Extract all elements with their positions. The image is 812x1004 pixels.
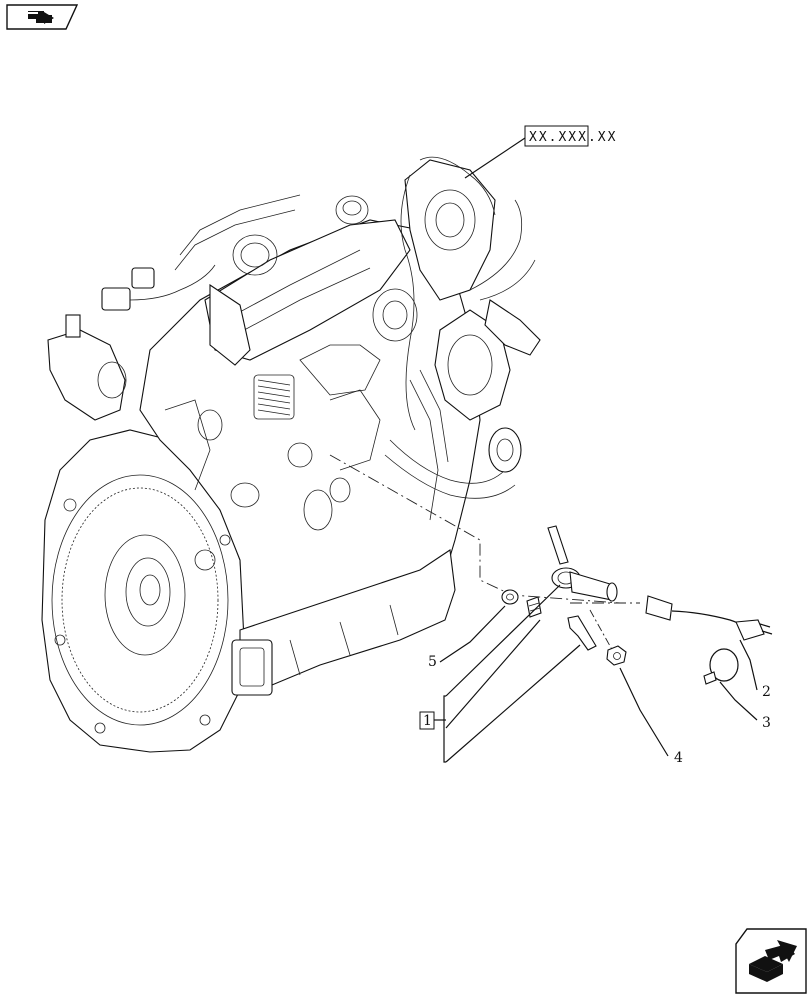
block-heater	[547, 525, 773, 641]
tensioner-spring	[253, 374, 295, 420]
cable-tie-part-3	[703, 648, 739, 685]
reference-code-box: XX.XXX.XX	[524, 125, 617, 147]
plug-part-4	[606, 645, 627, 666]
back-arrow-icon	[6, 4, 79, 30]
callout-3: 3	[762, 715, 771, 731]
reference-code-text: XX.XXX.XX	[529, 130, 617, 145]
callout-2: 2	[762, 684, 771, 700]
retaining-clip	[567, 615, 597, 651]
callout-group-1: 1	[419, 711, 435, 730]
axis-centerline	[329, 454, 621, 604]
callout-1-text: 1	[423, 713, 432, 729]
engine-assembly	[41, 156, 541, 753]
callout-4: 4	[674, 750, 683, 766]
adapter	[526, 596, 542, 618]
washer-part-5	[501, 589, 519, 605]
leader-lines	[434, 137, 758, 763]
next-page-button[interactable]	[735, 928, 807, 994]
forward-arrow-icon	[735, 928, 807, 994]
previous-page-button[interactable]	[6, 4, 79, 30]
callout-5: 5	[428, 654, 437, 670]
